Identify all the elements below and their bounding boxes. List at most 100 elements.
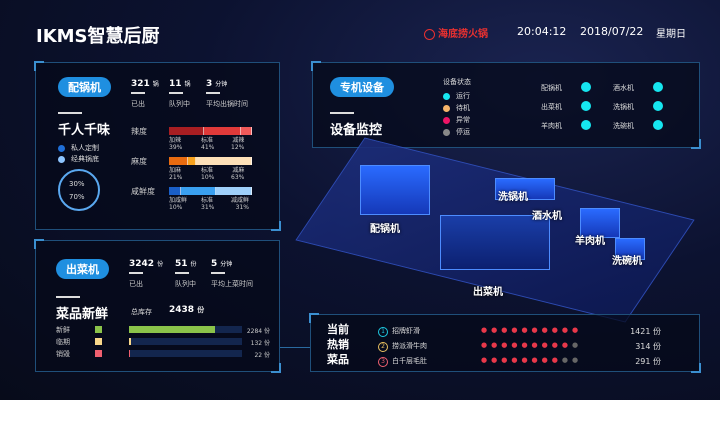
machine-status-indicator xyxy=(653,82,663,92)
flame-icon: ● xyxy=(521,356,528,364)
flame-icon: ● xyxy=(501,326,508,334)
freshness-value: 22 份 xyxy=(254,352,270,359)
machine-block xyxy=(440,215,550,270)
flavor-bar-segment xyxy=(180,187,217,195)
flavor-bar xyxy=(169,157,252,165)
equipment-title: 设备监控 xyxy=(330,112,382,138)
flame-icon: ● xyxy=(481,341,488,349)
hot-item-count: 291 份 xyxy=(635,357,661,366)
stat-label: 平均上菜时间 xyxy=(211,280,253,288)
flavor-bar-segment xyxy=(169,157,188,165)
dish-section-title: 菜品新鲜 xyxy=(56,296,108,322)
rank-badge: 2 xyxy=(378,342,388,352)
flame-icon: ● xyxy=(501,341,508,349)
freshness-bar-fill xyxy=(129,338,132,345)
freshness-swatch xyxy=(95,338,102,345)
ring-classic-pct: 70% xyxy=(69,193,85,201)
hot-item-count: 314 份 xyxy=(635,342,661,351)
stat-label: 队列中 xyxy=(169,100,190,108)
flame-icon: ● xyxy=(531,326,538,334)
status-legend-item: 运行 xyxy=(443,91,470,101)
flavor-bar-segment xyxy=(169,127,205,135)
flavor-name: 咸鲜度 xyxy=(131,187,155,196)
machine-status-label: 酒水机 xyxy=(613,84,634,92)
stock-value: 2438 份 xyxy=(169,305,205,315)
freshness-bar-track xyxy=(129,326,242,333)
freshness-swatch xyxy=(95,326,102,333)
freshness-value: 2284 份 xyxy=(246,328,270,335)
flavor-bar-segment xyxy=(196,157,252,165)
flavor-bar xyxy=(169,127,252,135)
freshness-label: 销毁 xyxy=(56,350,70,358)
flame-icon: ● xyxy=(551,356,558,364)
machine-status-indicator xyxy=(581,82,591,92)
machine-status-label: 羊肉机 xyxy=(541,122,562,130)
flame-icon: ● xyxy=(531,356,538,364)
scene-machine-label: 洗锅机 xyxy=(498,192,528,203)
stat-label: 已出 xyxy=(129,280,143,288)
freshness-swatch xyxy=(95,350,102,357)
ring-custom-pct: 30% xyxy=(69,180,85,188)
flame-icon: ● xyxy=(571,341,579,349)
brand-name: 海底捞火锅 xyxy=(438,29,488,40)
dish-machine-tag: 出菜机 xyxy=(56,259,109,279)
hot-item-count: 1421 份 xyxy=(630,327,661,336)
flame-icon: ● xyxy=(511,356,518,364)
flame-icon: ● xyxy=(481,356,488,364)
flame-icon: ● xyxy=(551,326,558,334)
clock-time: 20:04:12 xyxy=(517,25,567,38)
status-legend-item: 待机 xyxy=(443,103,470,113)
stat-label: 队列中 xyxy=(175,280,196,288)
machine-status-label: 配锅机 xyxy=(541,84,562,92)
flame-icon: ● xyxy=(511,341,518,349)
equipment-panel: 专机设备 设备监控 设备状态 运行待机异常停运 配锅机酒水机出菜机洗锅机羊肉机洗… xyxy=(311,61,701,149)
pot-machine-tag: 配锅机 xyxy=(58,77,111,97)
flame-icon: ● xyxy=(491,326,498,334)
scene-machine-label: 出菜机 xyxy=(473,287,503,298)
machine-status-indicator xyxy=(581,120,591,130)
machine-status-indicator xyxy=(653,101,663,111)
machine-status-label: 洗碗机 xyxy=(613,122,634,130)
flame-icon: ● xyxy=(521,341,528,349)
flavor-bar-segment xyxy=(169,187,181,195)
freshness-bar-fill xyxy=(129,326,215,333)
machine-status-label: 洗锅机 xyxy=(613,103,634,111)
flavor-bar-segment xyxy=(187,157,197,165)
freshness-bar-track xyxy=(129,338,242,345)
hotpot-logo-icon xyxy=(424,28,435,40)
machine-status-label: 出菜机 xyxy=(541,103,562,111)
scene-machine-label: 羊肉机 xyxy=(575,236,605,247)
stat-label: 已出 xyxy=(131,100,145,108)
flame-icon: ● xyxy=(571,356,579,364)
pot-section-title: 千人千味 xyxy=(58,112,110,138)
rank-badge: 3 xyxy=(378,357,388,367)
scene-machine-label: 洗碗机 xyxy=(612,256,642,267)
legend-item: 私人定制 xyxy=(58,143,99,153)
flavor-bar-segment xyxy=(241,127,252,135)
flavor-bar-segment xyxy=(216,187,252,195)
rank-badge: 1 xyxy=(378,327,388,337)
flame-icon: ● xyxy=(561,326,568,334)
machine-block xyxy=(615,238,645,260)
dashboard: IKMS智慧后厨 海底捞火锅 20:04:12 2018/07/22 星期日 配… xyxy=(0,0,720,400)
flame-rating: ●●●●●●●●●● xyxy=(481,341,582,349)
flame-icon: ● xyxy=(481,326,488,334)
flame-icon: ● xyxy=(541,341,548,349)
stat-label: 平均出锅时间 xyxy=(206,100,248,108)
flame-icon: ● xyxy=(541,356,548,364)
weekday: 星期日 xyxy=(656,29,686,40)
status-legend-item: 停运 xyxy=(443,127,470,137)
date: 2018/07/22 xyxy=(580,25,644,38)
flame-rating: ●●●●●●●●●● xyxy=(481,326,582,334)
flame-icon: ● xyxy=(551,341,558,349)
